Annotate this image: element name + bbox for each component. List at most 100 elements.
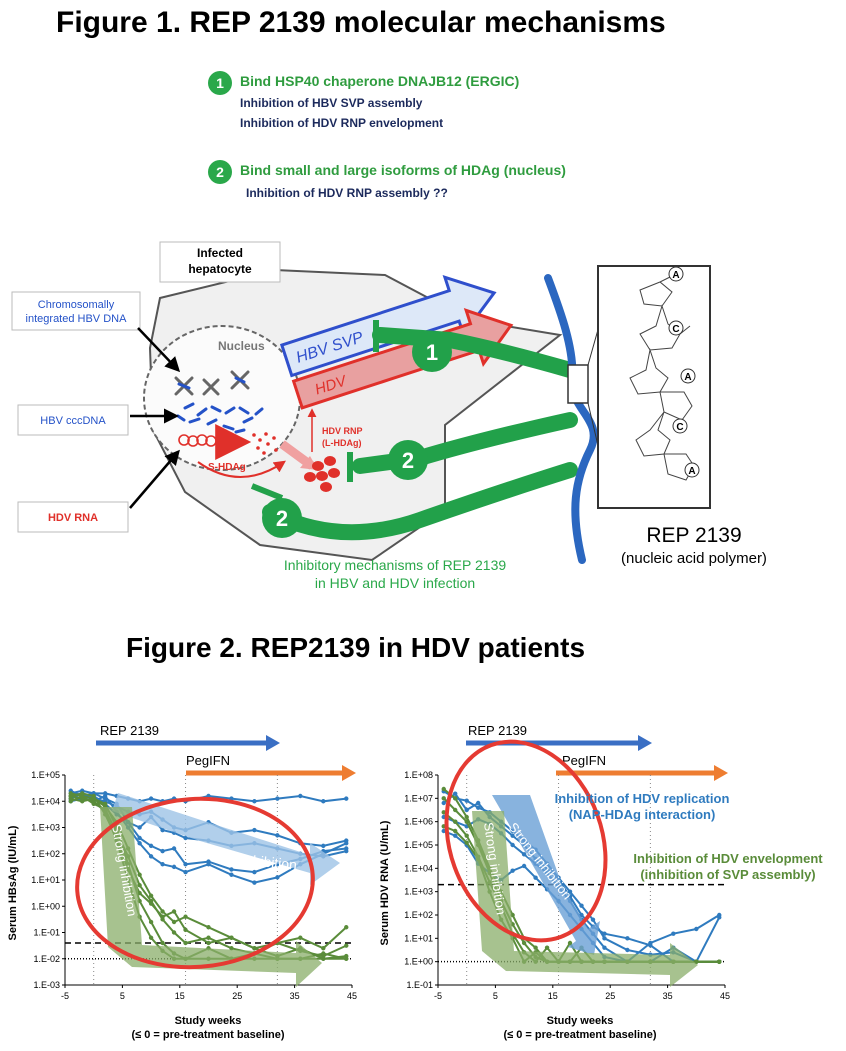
y-tick-label: 1.E+04 (31, 796, 60, 806)
data-point (160, 862, 165, 867)
mechanism-2-heading: Bind small and large isoforms of HDAg (n… (240, 162, 566, 178)
strong-inhibition-band-blue (492, 795, 600, 955)
y-tick-label: 1.E+05 (404, 840, 433, 850)
data-point (453, 791, 458, 796)
y-tick-label: 1.E-01 (33, 928, 60, 938)
data-point (148, 796, 154, 801)
data-point (602, 936, 607, 941)
mild-inhibition-band (112, 793, 340, 885)
x-tick-label: -5 (434, 991, 442, 1001)
data-point (171, 909, 177, 914)
data-point (252, 880, 257, 885)
data-point (648, 940, 653, 946)
ylabel-right: Serum HDV RNA (U/mL) (380, 820, 391, 945)
data-point (229, 935, 234, 940)
data-point (298, 793, 303, 799)
mechanism-2-detail-1: Inhibition of HDV RNP assembly ?? (246, 186, 448, 200)
base-letter-4: C (676, 422, 683, 433)
data-point (102, 793, 108, 799)
data-point (252, 946, 257, 951)
infected-label-2: hepatocyte (188, 262, 252, 276)
figure1-title: Figure 1. REP 2139 molecular mechanisms (56, 6, 666, 39)
hdv-rna-chart: REP 2139 PegIFN 1.E-011.E+001.E+011.E+02… (380, 723, 823, 1041)
x-tick-label: 25 (605, 991, 615, 1001)
data-point (148, 901, 154, 906)
data-point (464, 833, 469, 838)
diagram-caption-line-1: Inhibitory mechanisms of REP 2139 (284, 557, 507, 573)
chemical-structure-box (597, 265, 711, 509)
y-tick-label: 1.E+05 (31, 770, 60, 780)
data-point (160, 848, 165, 854)
data-point (171, 846, 177, 851)
series-line-8 (70, 797, 347, 950)
data-point (80, 799, 85, 804)
chemical-structure (629, 273, 695, 481)
treatment-arrows: REP 2139 PegIFN (96, 723, 356, 781)
rep-arrow-label: REP 2139 (100, 723, 159, 738)
data-point (275, 833, 280, 838)
data-point (510, 912, 515, 918)
y-tick-label: 1.E+03 (31, 823, 60, 833)
data-point (183, 914, 188, 919)
data-point (344, 953, 349, 959)
x-tick-label: 35 (290, 991, 300, 1001)
data-point (171, 864, 177, 870)
data-point (148, 843, 154, 849)
data-point (475, 800, 481, 806)
data-point (602, 945, 607, 950)
inhibitor-2b-number: 2 (276, 506, 288, 531)
zoom-box (567, 364, 589, 404)
x-tick-label: 15 (548, 991, 558, 1001)
y-tick-label: 1.E+02 (31, 849, 60, 859)
data-point (510, 868, 515, 873)
xnote-left: (≤ 0 = pre-treatment baseline) (131, 1029, 284, 1041)
data-point (275, 875, 280, 880)
y-tick-label: 1.E+00 (31, 901, 60, 911)
x-tick-label: 45 (347, 991, 357, 1001)
ylabel-left: Serum HBsAg (IU/mL) (7, 825, 19, 940)
infected-label-1: Infected (197, 246, 243, 260)
hdv-replication-label: Inhibition of HDV replication (555, 791, 730, 806)
xnote-right: (≤ 0 = pre-treatment baseline) (503, 1029, 656, 1041)
y-tick-label: 1.E+08 (404, 770, 433, 780)
data-point (80, 791, 85, 796)
data-point (521, 852, 527, 857)
chromosomal-dna-box (11, 291, 141, 331)
mechanism-1-detail-1: Inhibition of HBV SVP assembly (240, 96, 423, 110)
base-letter-2: C (672, 324, 679, 335)
data-point (252, 869, 257, 875)
xlabel-left: Study weeks (175, 1015, 242, 1027)
y-tick-label: 1.E+01 (404, 933, 433, 943)
data-point (567, 940, 573, 946)
cccdna-label: HBV cccDNA (40, 415, 106, 427)
data-point (148, 893, 154, 898)
x-tick-label: 5 (493, 991, 498, 1001)
data-point (252, 799, 257, 804)
data-point (160, 909, 165, 914)
highlight-circle-left (75, 796, 315, 970)
data-point (137, 872, 142, 877)
data-point (453, 833, 458, 838)
inhibitor-2a-number: 2 (402, 448, 414, 473)
data-point (464, 807, 469, 813)
data-point (137, 841, 142, 846)
inhibitor-2a-badge (388, 440, 428, 480)
data-point (183, 940, 188, 946)
data-point (464, 840, 469, 845)
data-point (625, 947, 630, 953)
data-point (275, 796, 280, 801)
inhibitor-1-badge (412, 332, 452, 372)
data-point (229, 946, 234, 951)
data-point (441, 786, 446, 792)
nucleus-label: Nucleus (218, 339, 265, 353)
data-point (137, 835, 142, 841)
inhibitor-2b-badge (262, 498, 302, 538)
mechanism-1-badge: 1 (208, 71, 232, 95)
data-point (625, 936, 630, 941)
data-point (229, 872, 234, 877)
nucleobase-badges (668, 266, 700, 478)
x-tick-label: 25 (232, 991, 242, 1001)
rep2139-name: REP 2139 (646, 524, 741, 547)
rep2139-description: (nucleic acid polymer) (621, 550, 767, 567)
data-point (183, 927, 188, 933)
